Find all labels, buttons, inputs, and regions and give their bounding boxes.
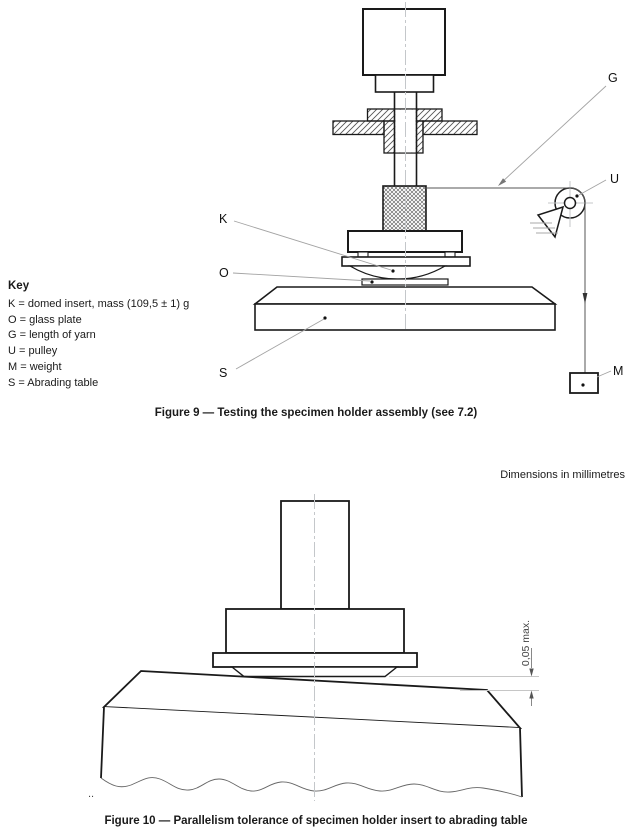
- leader-arrow-G: [498, 178, 507, 186]
- drive-head-block: [362, 8, 446, 76]
- break-wavy-line: [100, 777, 523, 798]
- figure10-caption: Figure 10 — Parallelism tolerance of spe…: [104, 815, 528, 827]
- break-marks: ..: [88, 788, 94, 800]
- pulley-bracket: [536, 205, 565, 239]
- figure10-drawing: 0,05 max. ..: [88, 494, 539, 801]
- label-O: O: [219, 266, 229, 280]
- key-title: Key: [8, 280, 30, 292]
- shaft: [393, 92, 418, 186]
- tilted-table-side-edges: [100, 706, 523, 798]
- label-M: M: [613, 364, 623, 378]
- leader-dot-K: [391, 269, 395, 273]
- label-S: S: [219, 366, 227, 380]
- leader-dot-O: [370, 280, 374, 284]
- leader-lines: [232, 85, 612, 378]
- key-entry-G: G = length of yarn: [8, 329, 96, 342]
- leader-G: [500, 85, 607, 184]
- domed-insert: [347, 265, 448, 280]
- dimensions-note: Dimensions in millimetres: [500, 469, 625, 481]
- label-G: G: [608, 71, 618, 85]
- bracket-ground-hatch: [530, 222, 558, 234]
- key-entry-K: K = domed insert, mass (109,5 ± 1) g: [8, 298, 190, 310]
- flange-wing-left: [332, 120, 385, 136]
- leader-O: [232, 272, 371, 282]
- pulley-hub: [563, 196, 577, 210]
- dimension-arrow-down: [529, 668, 534, 677]
- label-K: K: [219, 212, 228, 226]
- figure9-key: Key K = domed insert, mass (109,5 ± 1) g…: [8, 280, 189, 391]
- threaded-section: [382, 185, 427, 232]
- neck-block: [374, 74, 435, 93]
- tilted-table-front-face: [101, 707, 522, 797]
- weight-dot: [581, 383, 585, 387]
- leader-dot-U: [575, 194, 579, 198]
- flange-wing-right: [422, 120, 478, 136]
- weight-block: [569, 372, 599, 394]
- yarn-direction-arrow: [582, 293, 588, 304]
- extension-lines: [389, 676, 539, 691]
- yarn-line: [426, 187, 586, 373]
- dimension-arrow-up: [529, 690, 534, 699]
- leader-dot-S: [323, 316, 327, 320]
- key-entry-O: O = glass plate: [8, 313, 82, 326]
- leader-M: [596, 370, 612, 378]
- figure9-caption: Figure 9 — Testing the specimen holder a…: [154, 407, 478, 419]
- tolerance-value: 0,05 max.: [520, 620, 532, 666]
- figure9-drawing: K O S G U M: [219, 2, 623, 394]
- key-entry-U: U = pulley: [8, 345, 58, 358]
- label-U: U: [610, 172, 619, 186]
- key-entry-M: M = weight: [8, 360, 62, 373]
- leader-K: [233, 220, 392, 271]
- leader-S: [235, 318, 325, 370]
- leader-U: [578, 179, 607, 196]
- key-entry-S: S = Abrading table: [8, 376, 99, 389]
